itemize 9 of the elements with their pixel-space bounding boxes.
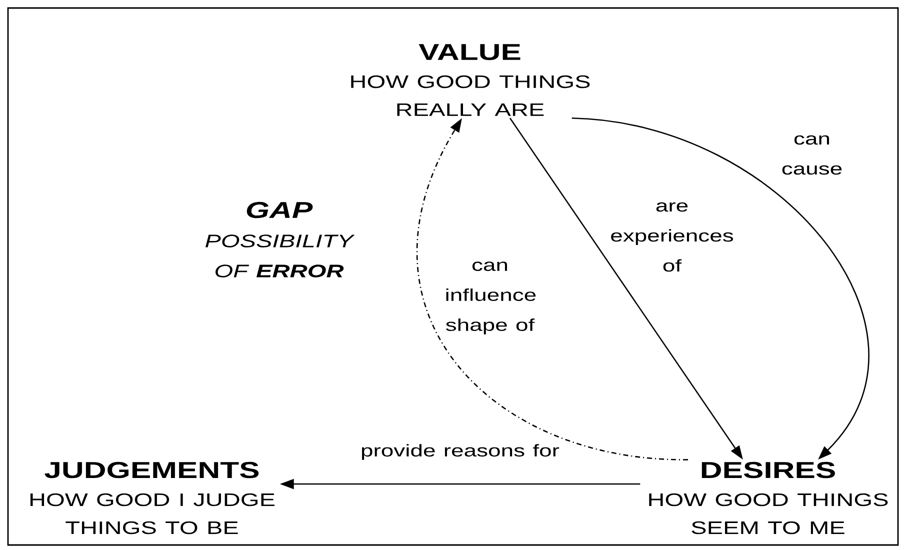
edge-label: provide reasons for: [362, 444, 560, 460]
edge-label: are experiences of: [611, 202, 734, 272]
edge-label: can influence shape of: [446, 262, 536, 334]
concept-label: DESIRES HOW GOOD THINGS SEEM TO ME: [649, 462, 888, 534]
edge-label: can cause: [782, 135, 842, 175]
note-heading: GAP: [246, 202, 313, 218]
concept-label: JUDGEMENTS HOW GOOD I JUDGE THINGS TO BE: [30, 462, 274, 534]
note-text: POSSIBILITY OF ERROR: [205, 234, 355, 278]
concept-label: VALUE HOW GOOD THINGS REALLY ARE: [351, 44, 590, 116]
